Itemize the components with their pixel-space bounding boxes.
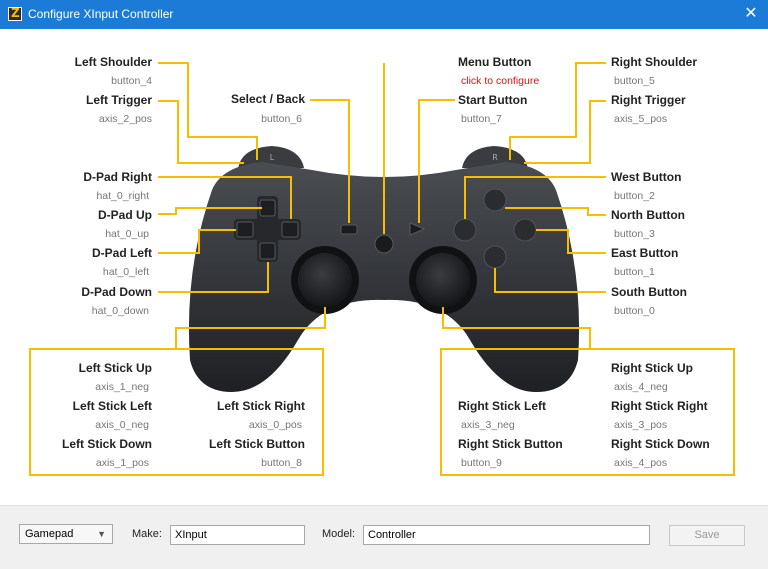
right-stick-button-value: button_9 <box>461 457 502 469</box>
select-back-value: button_6 <box>261 113 302 125</box>
app-icon <box>8 6 22 21</box>
right-stick-button-label[interactable]: Right Stick Button <box>458 437 563 451</box>
title-bar: Configure XInput Controller ✕ <box>0 0 768 29</box>
guide-lines <box>29 62 735 476</box>
model-input[interactable] <box>363 525 650 545</box>
start-button-icon[interactable] <box>409 222 426 236</box>
left-stick-right-label[interactable]: Left Stick Right <box>216 399 305 413</box>
menu-button-label[interactable]: Menu Button <box>458 55 532 69</box>
make-input[interactable] <box>170 525 305 545</box>
dpad-down-value: hat_0_down <box>91 305 149 317</box>
chevron-down-icon: ▼ <box>97 529 106 539</box>
right-shoulder-value: button_5 <box>614 75 655 87</box>
right-stick-up-value: axis_4_neg <box>614 381 668 393</box>
dpad-left-label[interactable]: D-Pad Left <box>92 246 152 260</box>
select-back-label[interactable]: Select / Back <box>230 92 305 106</box>
menu-button-icon[interactable] <box>374 234 394 254</box>
right-stick-icon[interactable] <box>416 253 470 307</box>
right-stick-up-label[interactable]: Right Stick Up <box>611 361 694 375</box>
close-icon[interactable]: ✕ <box>744 5 758 22</box>
left-stick-right-value: axis_0_pos <box>248 419 302 431</box>
north-button-label[interactable]: North Button <box>611 208 685 222</box>
left-stick-up-value: axis_1_neg <box>95 381 149 393</box>
left-shoulder-value: button_4 <box>111 75 152 87</box>
model-label: Model: <box>322 528 356 540</box>
west-button-label[interactable]: West Button <box>611 170 682 184</box>
right-stick-left-value: axis_3_neg <box>461 419 515 431</box>
left-stick-button-label[interactable]: Left Stick Button <box>209 437 305 451</box>
left-shoulder-label[interactable]: Left Shoulder <box>74 55 152 69</box>
left-stick-up-label[interactable]: Left Stick Up <box>78 361 152 375</box>
dpad-up-label[interactable]: D-Pad Up <box>98 208 152 222</box>
right-stick-right-label[interactable]: Right Stick Right <box>611 399 708 413</box>
start-button-label[interactable]: Start Button <box>458 93 528 107</box>
dpad-left-value: hat_0_left <box>102 266 149 278</box>
left-trigger-value: axis_2_pos <box>98 113 152 125</box>
south-button-label[interactable]: South Button <box>611 285 687 299</box>
west-button-value: button_2 <box>614 190 655 202</box>
right-trigger-label[interactable]: Right Trigger <box>611 93 686 107</box>
device-type-select[interactable]: Gamepad ▼ <box>19 524 113 544</box>
dpad-down-label[interactable]: D-Pad Down <box>81 285 152 299</box>
left-stick-icon[interactable] <box>298 253 352 307</box>
left-stick-left-label[interactable]: Left Stick Left <box>72 399 152 413</box>
dpad-left-icon <box>236 221 254 238</box>
device-type-value: Gamepad <box>25 528 74 540</box>
dpad-right-label[interactable]: D-Pad Right <box>83 170 152 184</box>
east-button-label[interactable]: East Button <box>611 246 679 260</box>
right-trigger-value: axis_5_pos <box>614 113 668 125</box>
dpad-up-icon <box>259 199 276 217</box>
east-button-value: button_1 <box>614 266 655 278</box>
north-button-value: button_3 <box>614 228 655 240</box>
face-buttons[interactable] <box>453 188 537 269</box>
right-stick-down-value: axis_4_pos <box>614 457 668 469</box>
right-stick-right-value: axis_3_pos <box>614 419 668 431</box>
controller-canvas: L R Left Shoulder button_4 Left Trigg <box>0 29 768 505</box>
right-stick-left-label[interactable]: Right Stick Left <box>458 399 547 413</box>
dpad-right-icon <box>281 221 299 238</box>
window-title: Configure XInput Controller <box>28 7 174 21</box>
left-bumper-mark: L <box>270 153 275 162</box>
start-button-value: button_7 <box>461 113 502 125</box>
make-label: Make: <box>132 528 162 540</box>
right-stick-down-label[interactable]: Right Stick Down <box>611 437 710 451</box>
dpad-up-value: hat_0_up <box>105 228 149 240</box>
left-stick-down-label[interactable]: Left Stick Down <box>61 437 152 451</box>
left-trigger-label[interactable]: Left Trigger <box>85 93 152 107</box>
left-stick-left-value: axis_0_neg <box>95 419 149 431</box>
left-stick-button-value: button_8 <box>261 457 302 469</box>
save-button[interactable]: Save <box>669 525 745 546</box>
gamepad-illustration: L R <box>29 62 735 476</box>
dpad-down-icon <box>259 242 276 260</box>
select-button-icon[interactable] <box>340 224 358 235</box>
dpad-right-value: hat_0_right <box>96 190 149 202</box>
south-button-value: button_0 <box>614 305 655 317</box>
right-bumper-mark: R <box>492 153 498 162</box>
right-shoulder-label[interactable]: Right Shoulder <box>611 55 697 69</box>
dpad[interactable] <box>234 196 301 262</box>
left-stick-down-value: axis_1_pos <box>95 457 149 469</box>
menu-button-value: click to configure <box>461 75 540 87</box>
